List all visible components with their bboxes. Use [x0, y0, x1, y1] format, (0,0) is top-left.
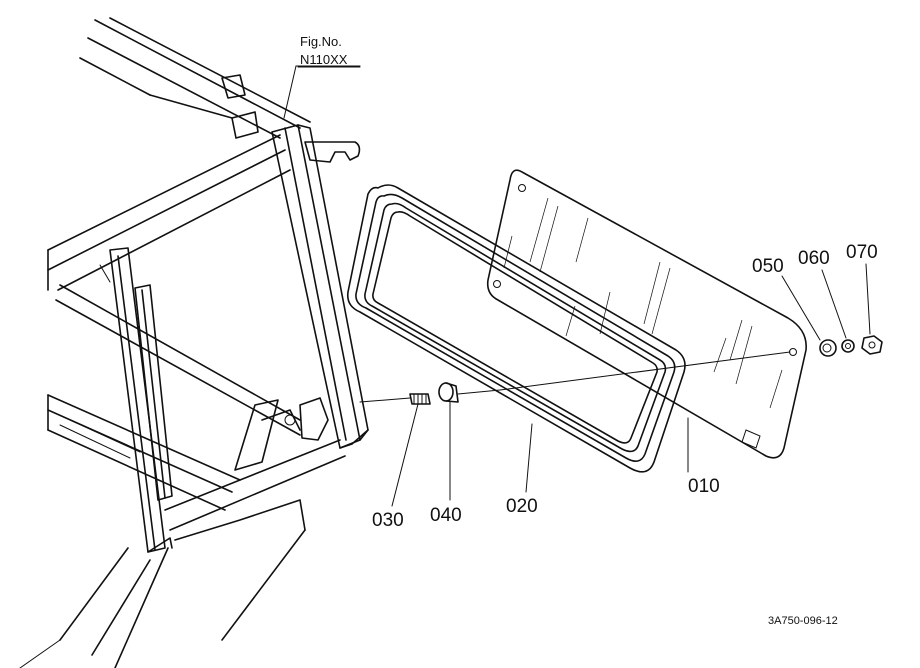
window-glass-pane	[486, 169, 807, 459]
cab-frame	[19, 17, 369, 668]
figure-label: Fig.No.	[300, 34, 342, 49]
callout-060: 060	[798, 248, 830, 269]
drawing-code: 3A750-096-12	[768, 615, 838, 627]
nut	[861, 335, 883, 355]
callout-040: 040	[430, 505, 462, 526]
figure-number: N110XX	[300, 52, 348, 67]
washer	[841, 339, 855, 353]
callout-070: 070	[846, 242, 878, 263]
stud-bolt	[409, 393, 431, 405]
callout-020: 020	[506, 496, 538, 517]
callout-030: 030	[372, 510, 404, 531]
rubber-seal-frame	[346, 184, 686, 473]
spacer-collar	[438, 382, 459, 403]
leader-lines	[283, 65, 871, 507]
rubber-grommet	[819, 339, 837, 357]
callout-050: 050	[752, 256, 784, 277]
assembly-centerline	[359, 351, 791, 403]
callout-010: 010	[688, 476, 720, 497]
